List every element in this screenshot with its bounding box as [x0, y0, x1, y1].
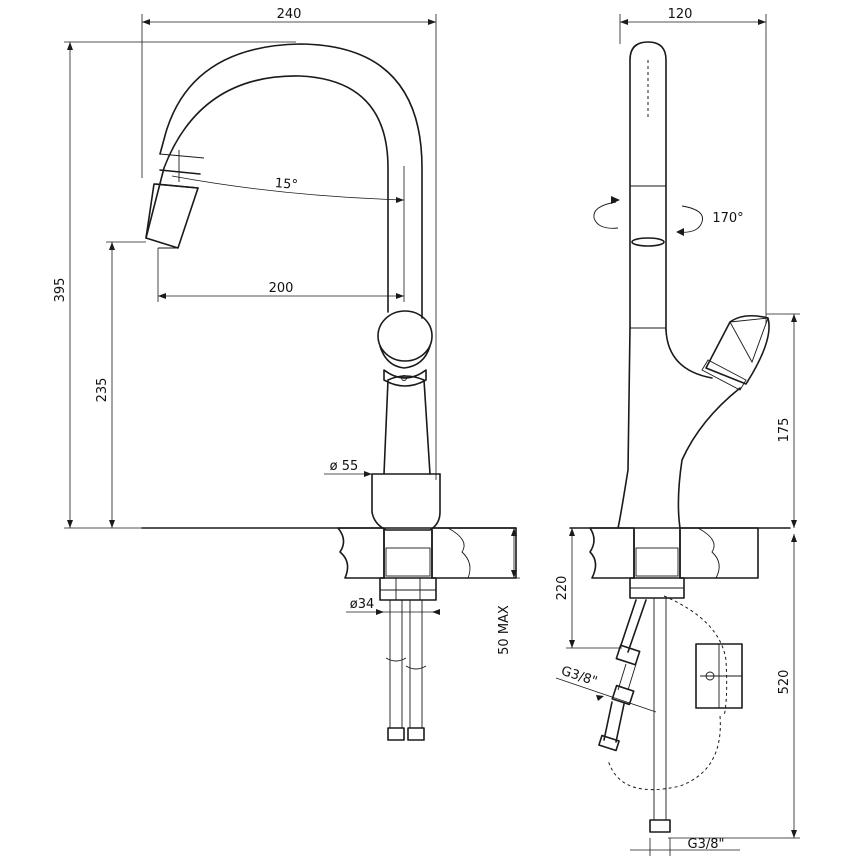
- label-rotation-angle: 170°: [712, 211, 743, 226]
- label-width-total: 240: [277, 7, 302, 22]
- label-depth-total: 120: [668, 7, 693, 22]
- front-faucet-body: [371, 375, 441, 531]
- side-dimensions: [555, 14, 800, 856]
- front-spout: [145, 43, 423, 319]
- side-column: [617, 41, 741, 529]
- label-hose-length: 520: [777, 670, 792, 695]
- label-spout-angle: 15°: [274, 176, 298, 193]
- label-handle-height: 175: [777, 418, 792, 443]
- label-spout-height: 235: [95, 378, 110, 403]
- label-max-deck-thickness: 50 MAX: [497, 605, 512, 655]
- front-countertop: [141, 527, 517, 579]
- label-shank-diameter: ø34: [350, 597, 375, 612]
- front-dimensions: [64, 14, 520, 615]
- front-shank-hoses: [379, 529, 437, 741]
- label-hose-drop: 220: [555, 576, 570, 601]
- side-handle: [701, 314, 770, 391]
- front-view: 240 395 235 200 15° ø 55 ø34 50 MAX: [53, 7, 520, 741]
- rotation-arrows: [593, 196, 704, 236]
- label-body-diameter: ø 55: [330, 459, 359, 474]
- label-spout-reach: 200: [269, 281, 294, 296]
- side-shank-hoses: [598, 529, 743, 833]
- front-handle-knob: [377, 310, 433, 387]
- side-view: 120 170° 175 520 220 G3/8" G3/8": [555, 7, 800, 856]
- label-thread-bottom: G3/8": [688, 837, 725, 852]
- label-height-total: 395: [53, 278, 68, 303]
